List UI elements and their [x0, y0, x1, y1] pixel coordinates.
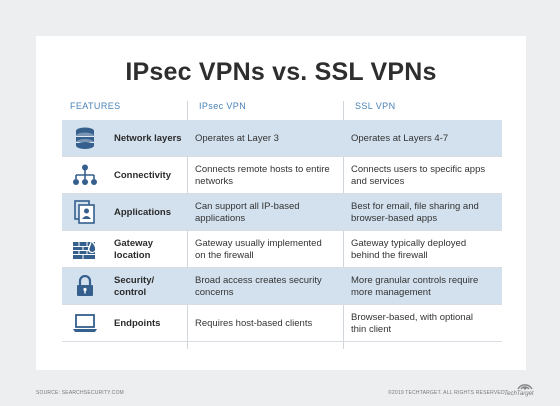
table-row: Endpoints Requires host-based clients Br…: [62, 305, 502, 342]
padlock-icon: [72, 274, 98, 298]
feature-label: Applications: [114, 206, 172, 218]
header-ipsec: IPsec VPN: [199, 101, 247, 111]
ssl-cell: Gateway typically deployed behind the fi…: [351, 237, 467, 261]
ssl-cell: Best for email, file sharing and browser…: [351, 200, 479, 224]
ipsec-cell: Connects remote hosts to entire networks: [195, 163, 330, 187]
ipsec-cell: Gateway usually implemented on the firew…: [195, 237, 322, 261]
header-ssl: SSL VPN: [355, 101, 396, 111]
ipsec-cell: Can support all IP-based applications: [195, 200, 300, 224]
comparison-table: Network layers Operates at Layer 3 Opera…: [62, 120, 502, 342]
page-title: IPsec VPNs vs. SSL VPNs: [125, 58, 437, 86]
network-tree-icon: [72, 163, 98, 187]
feature-label: Security/ control: [114, 274, 155, 298]
source-note: SOURCE: SEARCHSECURITY.COM: [36, 390, 124, 396]
database-icon: [72, 126, 98, 150]
ssl-cell: Connects users to specific apps and serv…: [351, 163, 486, 187]
feature-label: Network layers: [114, 132, 182, 144]
feature-label: Connectivity: [114, 169, 172, 181]
documents-icon: [72, 200, 98, 224]
ipsec-cell: Broad access creates security concerns: [195, 274, 322, 298]
table-row: Security/ control Broad access creates s…: [62, 268, 502, 305]
ipsec-cell: Requires host-based clients: [195, 317, 313, 329]
laptop-icon: [72, 311, 98, 335]
ssl-cell: More granular controls require more mana…: [351, 274, 479, 298]
table-row: Connectivity Connects remote hosts to en…: [62, 157, 502, 194]
ssl-cell: Operates at Layers 4-7: [351, 132, 449, 144]
table-row: Network layers Operates at Layer 3 Opera…: [62, 120, 502, 157]
ssl-cell: Browser-based, with optional thin client: [351, 311, 473, 335]
brand-name: TechTarget: [504, 391, 534, 397]
table-row: Applications Can support all IP-based ap…: [62, 194, 502, 231]
techtarget-logo: TechTarget: [504, 378, 548, 400]
header-features: FEATURES: [70, 101, 121, 111]
copyright-note: ©2019 TECHTARGET. ALL RIGHTS RESERVED: [388, 390, 505, 396]
target-icon: [517, 384, 533, 390]
ipsec-cell: Operates at Layer 3: [195, 132, 279, 144]
firewall-icon: [72, 237, 98, 261]
feature-label: Gateway location: [114, 237, 154, 261]
table-row: Gateway location Gateway usually impleme…: [62, 231, 502, 268]
feature-label: Endpoints: [114, 317, 161, 329]
